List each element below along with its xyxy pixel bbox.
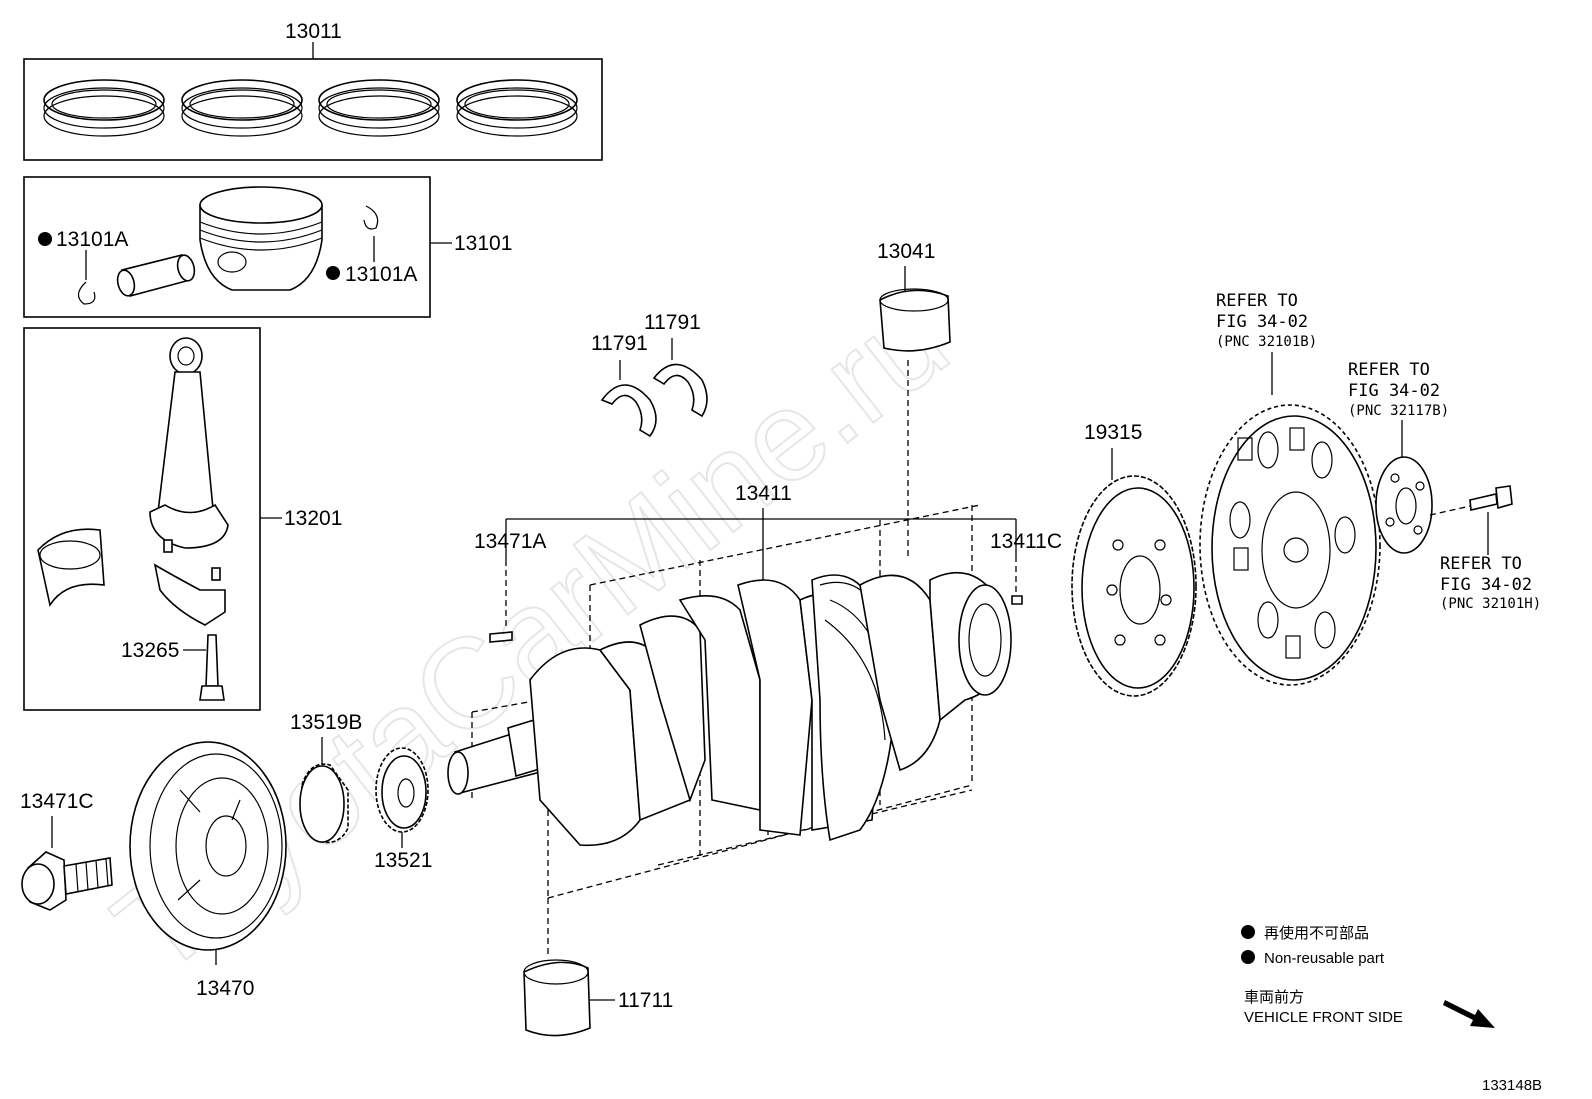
main-bearing-lower-group: 11711 <box>523 959 673 1037</box>
ref1-line3: (PNC 32101B) <box>1216 334 1317 350</box>
piston-ring-icon <box>43 79 165 137</box>
main-bearing-icon <box>523 959 591 1037</box>
ref2-line1: REFER TO <box>1348 360 1430 380</box>
ref3-line1: REFER TO <box>1440 554 1522 574</box>
label-13521: 13521 <box>374 849 432 872</box>
thrust-washer-icon <box>600 384 657 438</box>
label-19315: 19315 <box>1084 421 1142 444</box>
non-reusable-bullet-icon <box>1241 925 1255 939</box>
connecting-rod-box <box>23 327 261 711</box>
crankshaft-group: 13411 13471A 13411C <box>447 482 1062 955</box>
flywheel-bolt-icon <box>1469 485 1513 511</box>
snap-ring-icon <box>77 281 96 305</box>
label-13411: 13411 <box>735 482 792 505</box>
timing-plate-group: 19315 <box>1071 421 1197 697</box>
thrust-washer-group: 11791 11791 <box>591 311 708 438</box>
ref2-line2: FIG 34-02 <box>1348 381 1440 401</box>
main-bearing-icon <box>879 288 951 352</box>
legend: 再使用不可部品 Non-reusable part 車両前方 VEHICLE F… <box>1241 925 1542 1094</box>
piston-ring-icon <box>181 79 303 137</box>
crank-pin-icon <box>1011 595 1023 605</box>
label-13101A-right: 13101A <box>345 263 417 286</box>
label-13471A: 13471A <box>474 530 546 553</box>
ref3-line3: (PNC 32101H) <box>1440 596 1541 612</box>
piston-pin-icon <box>116 254 196 297</box>
non-reusable-bullet-icon <box>326 266 340 280</box>
legend-front-jp: 車両前方 <box>1244 989 1304 1006</box>
label-13471C: 13471C <box>20 790 94 813</box>
snap-ring-icon <box>363 205 379 230</box>
ref3-line2: FIG 34-02 <box>1440 575 1532 595</box>
piston-ring-icon <box>318 79 440 137</box>
label-13470: 13470 <box>196 977 254 1000</box>
sprocket-icon <box>375 747 429 833</box>
crank-sprocket-group: 13519B 13521 <box>290 711 432 872</box>
drive-plate-icon <box>1199 404 1381 686</box>
drive-plate-group: REFER TO FIG 34-02 (PNC 32101B) REFER TO… <box>1199 291 1541 686</box>
sprocket-icon <box>299 763 349 844</box>
connecting-rod-icon <box>149 337 229 626</box>
connecting-rod-group: 13201 13265 <box>23 327 342 711</box>
crank-pulley-group: 13470 13471C <box>20 741 287 1000</box>
piston-box <box>23 176 431 318</box>
piston-group: 13101 13101A 13101A <box>23 176 512 318</box>
piston-ring-set-group: 13011 <box>23 20 603 161</box>
piston-ring-icon <box>456 79 578 137</box>
crankshaft-icon <box>447 571 1012 847</box>
non-reusable-bullet-icon <box>38 232 52 246</box>
label-13519B: 13519B <box>290 711 362 734</box>
timing-plate-icon <box>1071 475 1197 697</box>
crank-key-icon <box>489 631 513 643</box>
label-13101A-left: 13101A <box>56 228 128 251</box>
rod-bolt-icon <box>199 634 225 701</box>
figure-id: 133148B <box>1482 1077 1542 1094</box>
label-13411C: 13411C <box>990 530 1062 553</box>
ref2-line3: (PNC 32117B) <box>1348 403 1449 419</box>
label-11711: 11711 <box>618 989 673 1012</box>
piston-icon <box>199 186 323 291</box>
label-13041: 13041 <box>877 240 935 263</box>
thrust-washer-icon <box>652 363 708 418</box>
label-13265: 13265 <box>121 639 179 662</box>
ref1-line1: REFER TO <box>1216 291 1298 311</box>
rod-bearing-icon <box>37 528 105 608</box>
label-11791-a: 11791 <box>591 332 648 355</box>
label-13201: 13201 <box>284 507 342 530</box>
label-13101: 13101 <box>454 232 512 255</box>
spacer-plate-icon <box>1375 456 1433 554</box>
legend-non-reusable-jp: 再使用不可部品 <box>1264 925 1369 942</box>
legend-front-en: VEHICLE FRONT SIDE <box>1244 1009 1403 1026</box>
pulley-bolt-icon <box>21 851 113 911</box>
direction-arrow-icon <box>1443 1000 1495 1028</box>
main-bearing-upper-group: 13041 <box>877 240 951 560</box>
ref1-line2: FIG 34-02 <box>1216 312 1308 332</box>
label-11791-b: 11791 <box>644 311 701 334</box>
crank-pulley-icon <box>129 741 287 951</box>
legend-non-reusable-en: Non-reusable part <box>1264 950 1385 967</box>
non-reusable-bullet-icon <box>1241 950 1255 964</box>
label-13011: 13011 <box>285 20 342 43</box>
